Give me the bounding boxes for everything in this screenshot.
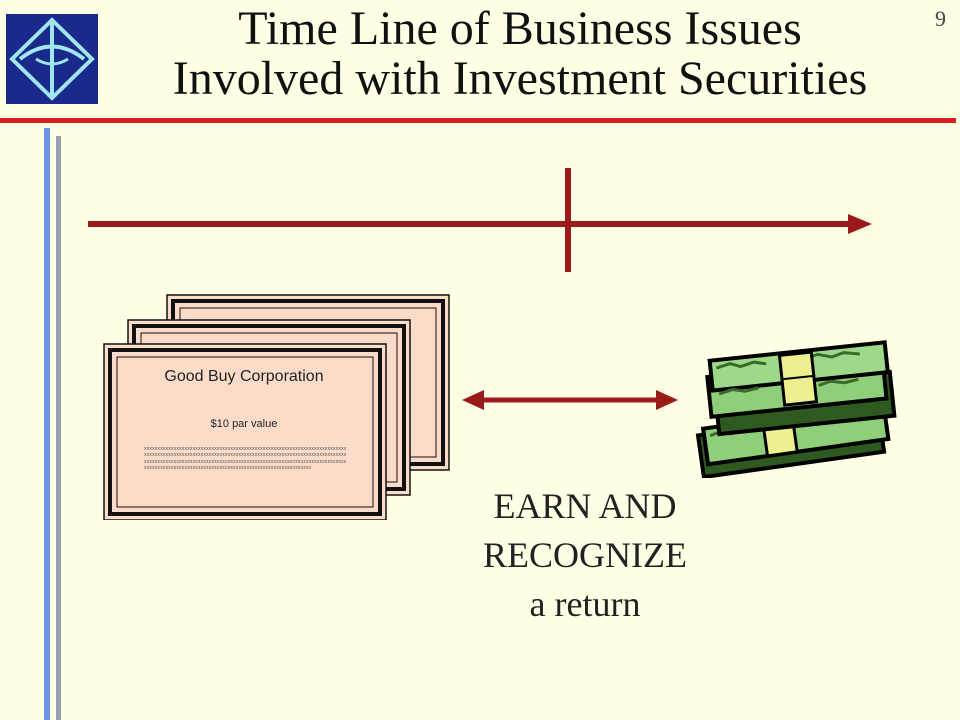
left-accent-bar-gray <box>56 136 61 720</box>
title-line-1: Time Line of Business Issues <box>238 2 802 55</box>
left-accent-bar-blue <box>44 128 50 720</box>
page-number: 9 <box>935 6 946 31</box>
double-headed-arrow <box>462 390 678 410</box>
company-logo <box>6 14 98 104</box>
callout-line-1: EARN AND <box>493 486 677 526</box>
certificate-front <box>103 343 387 520</box>
certificate-fine-print: xxxxxxxxxxxxxxxxxxxxxxxxxxxxxxxxxxxxxxxx… <box>144 446 347 472</box>
certificate-par-value: $10 par value <box>210 418 278 430</box>
money-stacks-icon <box>695 340 897 478</box>
title-line-2: Involved with Investment Securities <box>172 52 868 105</box>
earn-recognize-callout: EARN AND RECOGNIZE a return <box>440 482 730 629</box>
arrowhead-right-icon <box>656 390 678 410</box>
certificate-company-name: Good Buy Corporation <box>164 368 324 385</box>
money-stack-top <box>705 340 897 437</box>
arrowhead-left-icon <box>462 390 484 410</box>
title-divider <box>0 118 956 123</box>
callout-line-2: RECOGNIZE <box>483 535 687 575</box>
timeline-arrow <box>88 168 872 272</box>
slide-title: Time Line of Business Issues Involved wi… <box>110 4 930 104</box>
callout-line-3: a return <box>529 584 641 624</box>
stock-certificates <box>103 294 450 520</box>
arrowhead-icon <box>848 214 872 234</box>
